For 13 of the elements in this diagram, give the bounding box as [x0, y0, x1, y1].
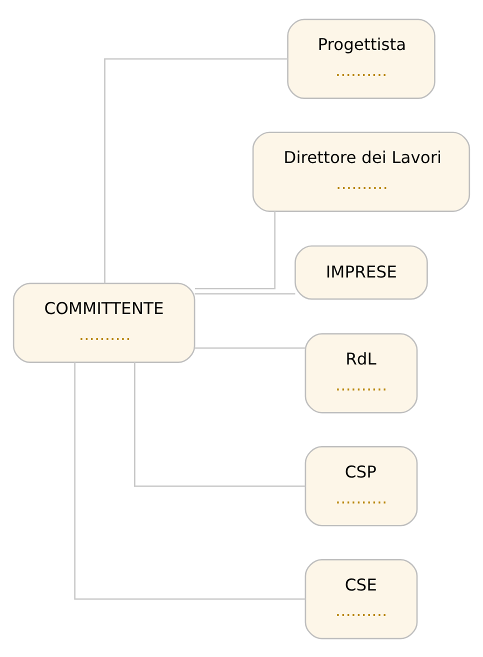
connector: [194, 346, 306, 348]
connector: [134, 362, 306, 486]
connector: [104, 58, 288, 283]
connector: [194, 210, 276, 289]
node-box: Progettista ..........: [287, 18, 436, 99]
node-box: Direttore dei Lavori ..........: [252, 131, 470, 212]
node-box: COMMITTENTE ..........: [12, 282, 196, 363]
node-box: RdL ..........: [304, 332, 418, 413]
node-box: CSE ..........: [304, 558, 418, 639]
node-box: CSP ..........: [304, 446, 418, 526]
node-box: IMPRESE: [294, 244, 428, 300]
connector: [194, 292, 296, 294]
connector: [74, 362, 306, 600]
